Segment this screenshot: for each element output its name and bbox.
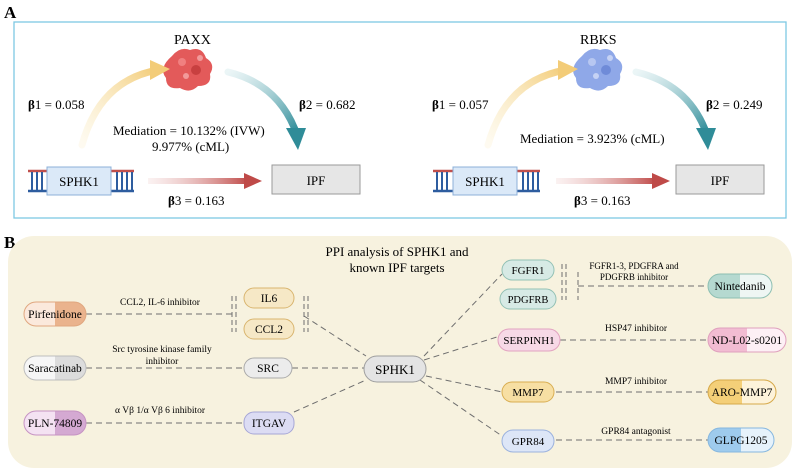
target-label-itgav: ITGAV [252, 418, 287, 430]
drug-pill-pirfenidone [23, 301, 87, 327]
target-label-serpinh1: SERPINH1 [503, 335, 554, 347]
outcome-box-left [271, 164, 361, 195]
target-label-il6: IL6 [261, 293, 278, 305]
arrow-beta2-left [224, 68, 300, 136]
gene-box-right [452, 166, 518, 196]
target-pill-itgav [243, 411, 295, 435]
mechanism-saracatinab-line1: Src tyrosine kinase family [112, 344, 212, 355]
drug-label-nd-l02-s0201: ND-L02-s0201 [712, 335, 783, 347]
target-pill-il6 [243, 287, 295, 309]
mechanism-pln-74809: α Vβ 1/α Vβ 6 inhibitor [115, 406, 206, 416]
mechanism-saracatinab-line2: inhibitor [146, 357, 180, 367]
mediation-right: Mediation = 3.923% (cML) [520, 131, 665, 146]
panel-b-label: B [4, 233, 15, 252]
beta2-left: β2 = 0.682 [299, 97, 355, 112]
arrow-beta2-left-head [286, 128, 306, 150]
center-node-sphk1 [363, 355, 427, 383]
target-label-gpr84: GPR84 [512, 436, 545, 448]
target-label-pdgfrb: PDGFRB [508, 295, 549, 306]
drug-label-pln-74809: PLN-74809 [28, 418, 83, 430]
target-pill-serpinh1 [497, 328, 561, 352]
arrow-beta1-left-head [150, 60, 170, 80]
mechanism-hsp47: HSP47 inhibitor [605, 324, 668, 334]
arrow-beta3-right-head [652, 173, 670, 189]
protein-icon-paxx [163, 48, 213, 91]
gene-box-left [46, 166, 112, 196]
beta3-left: β3 = 0.163 [168, 193, 224, 208]
mechanism-mmp7: MMP7 inhibitor [605, 377, 668, 387]
mediation-left-line1: Mediation = 10.132% (IVW) [113, 123, 265, 138]
drug-label-saracatinab: Saracatinab [28, 363, 82, 375]
drug-pill-saracatinab [23, 355, 87, 381]
target-pill-pdgfrb [499, 288, 557, 310]
arrow-beta1-left [78, 66, 162, 149]
drug-label-glpg1205: GLPG1205 [714, 435, 767, 447]
mechanism-nintedanib-line2: PDGFRB inhibitor [600, 272, 668, 282]
panel-a-label: A [4, 3, 17, 22]
beta1-left: β1 = 0.058 [28, 97, 84, 112]
outcome-label-right: IPF [711, 173, 730, 188]
center-label-sphk1: SPHK1 [375, 362, 415, 377]
drug-label-aro-mmp7: ARO-MMP7 [712, 387, 773, 399]
protein-icon-rbks [573, 48, 623, 91]
target-label-mmp7: MMP7 [512, 387, 544, 399]
mechanism-pirfenidone: CCL2, IL-6 inhibitor [120, 298, 201, 308]
target-pill-gpr84 [501, 429, 555, 453]
gene-label-left: SPHK1 [59, 174, 99, 189]
drug-pill-nintedanib [707, 273, 773, 299]
arrow-beta3-left [148, 178, 248, 184]
beta3-right: β3 = 0.163 [574, 193, 630, 208]
ppi-title-line2: known IPF targets [349, 260, 444, 275]
panel-b-background [8, 236, 792, 468]
mechanism-gpr84: GPR84 antagonist [601, 427, 671, 437]
outcome-label-left: IPF [307, 173, 326, 188]
connection-lines [86, 273, 708, 441]
protein-label-rbks: RBKS [580, 33, 617, 48]
drug-pill-nd-l02-s0201 [707, 327, 787, 353]
panel-a-frame [13, 21, 787, 219]
target-brackets [231, 264, 579, 332]
target-label-src: SRC [257, 363, 279, 375]
outcome-box-right [675, 164, 765, 195]
arrow-beta3-left-head [244, 173, 262, 189]
arrow-beta3-right [556, 178, 656, 184]
target-label-ccl2: CCL2 [255, 324, 283, 336]
ppi-title-line1: PPI analysis of SPHK1 and [325, 244, 469, 259]
target-pill-ccl2 [243, 318, 295, 340]
beta1-right: β1 = 0.057 [432, 97, 489, 112]
mechanism-nintedanib-line1: FGFR1-3, PDGFRA and [589, 261, 679, 271]
arrow-beta2-right [632, 68, 710, 136]
target-pill-src [243, 357, 293, 379]
arrow-beta1-right [484, 66, 570, 149]
drug-pill-pln-74809 [23, 410, 87, 436]
beta2-right: β2 = 0.249 [706, 97, 762, 112]
drug-label-nintedanib: Nintedanib [714, 281, 765, 293]
target-pill-fgfr1 [501, 259, 555, 281]
drug-label-pirfenidone: Pirfenidone [28, 309, 82, 321]
protein-label-paxx: PAXX [174, 33, 211, 48]
gene-label-right: SPHK1 [465, 174, 505, 189]
target-pill-mmp7 [501, 381, 555, 403]
drug-pill-aro-mmp7 [707, 379, 777, 405]
target-label-fgfr1: FGFR1 [511, 265, 544, 277]
arrow-beta2-right-head [696, 128, 716, 150]
drug-pill-glpg1205 [707, 427, 775, 453]
arrow-beta1-right-head [558, 60, 578, 80]
mediation-left-line2: 9.977% (cML) [152, 139, 229, 154]
